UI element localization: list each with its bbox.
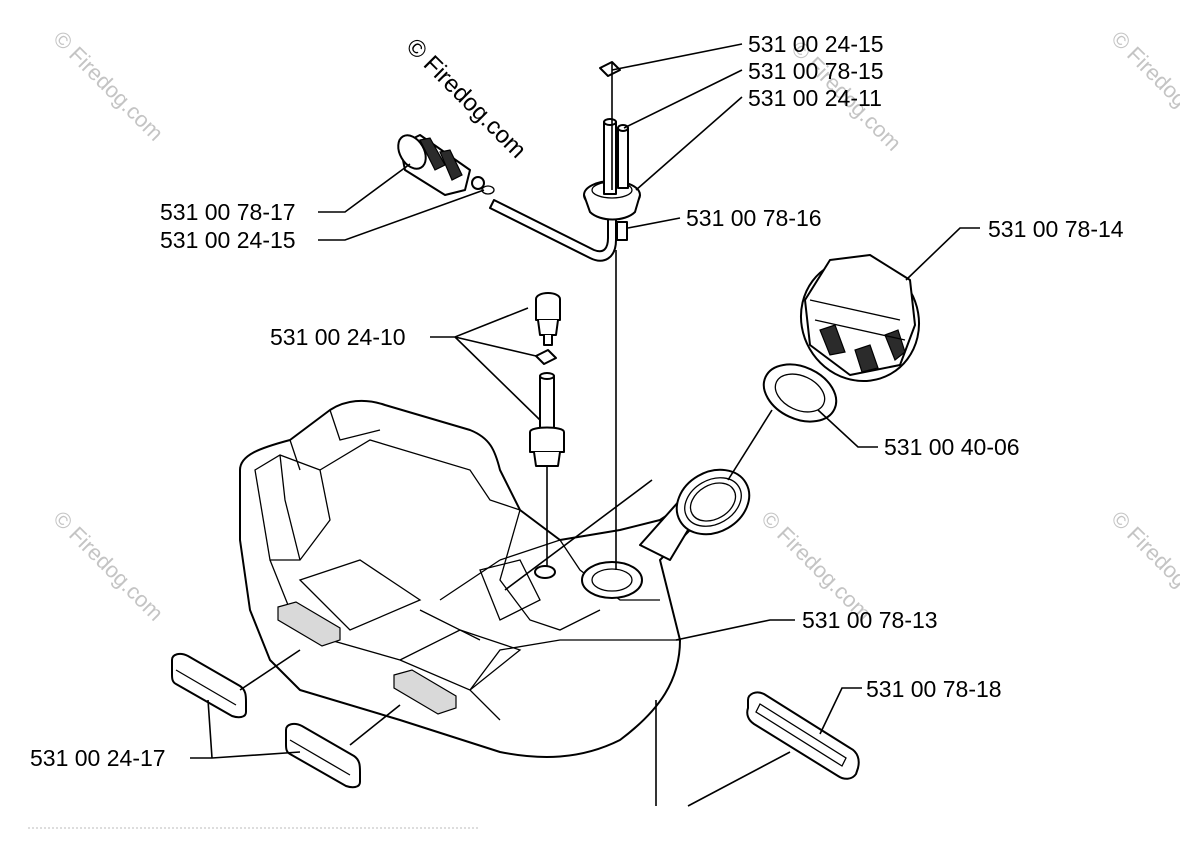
label-filter: 531 00 78-17 <box>160 199 296 225</box>
label-vent-tube: 531 00 78-15 <box>748 58 884 84</box>
pickup-drawing <box>529 292 565 467</box>
label-hose-clip: 531 00 24-15 <box>160 227 296 253</box>
label-fuel-hose: 531 00 78-16 <box>686 205 822 231</box>
loose-damper-pads <box>171 652 361 789</box>
grommet-drawing <box>583 61 641 241</box>
watermark-tl: © Firedog.com <box>48 26 168 146</box>
label-cap-gasket: 531 00 40-06 <box>884 434 1020 460</box>
label-fuel-tank: 531 00 78-13 <box>802 607 938 633</box>
part-labels: 531 00 24-15 531 00 78-15 531 00 24-11 5… <box>30 31 1124 771</box>
watermark-ml: © Firedog.com <box>48 506 168 626</box>
label-grommet: 531 00 24-11 <box>748 85 882 111</box>
fuel-cap-drawing <box>799 254 921 383</box>
label-fuel-cap: 531 00 78-14 <box>988 216 1124 242</box>
label-cap-vent-clip: 531 00 24-15 <box>748 31 884 57</box>
fuel-tank-drawing <box>239 399 751 758</box>
label-pickup-assembly: 531 00 24-10 <box>270 324 406 350</box>
fuel-filter-drawing <box>397 134 495 196</box>
cap-gasket-drawing <box>762 363 838 423</box>
watermark-right: © Firedog.com <box>1106 506 1180 626</box>
label-rubber-mount: 531 00 78-18 <box>866 676 1002 702</box>
tank-damper-pads <box>277 601 457 715</box>
rubber-mount-drawing <box>746 691 860 780</box>
leader-lines <box>190 43 980 807</box>
label-damper-pads: 531 00 24-17 <box>30 745 166 771</box>
watermark-tr: © Firedog.com <box>1106 26 1180 146</box>
